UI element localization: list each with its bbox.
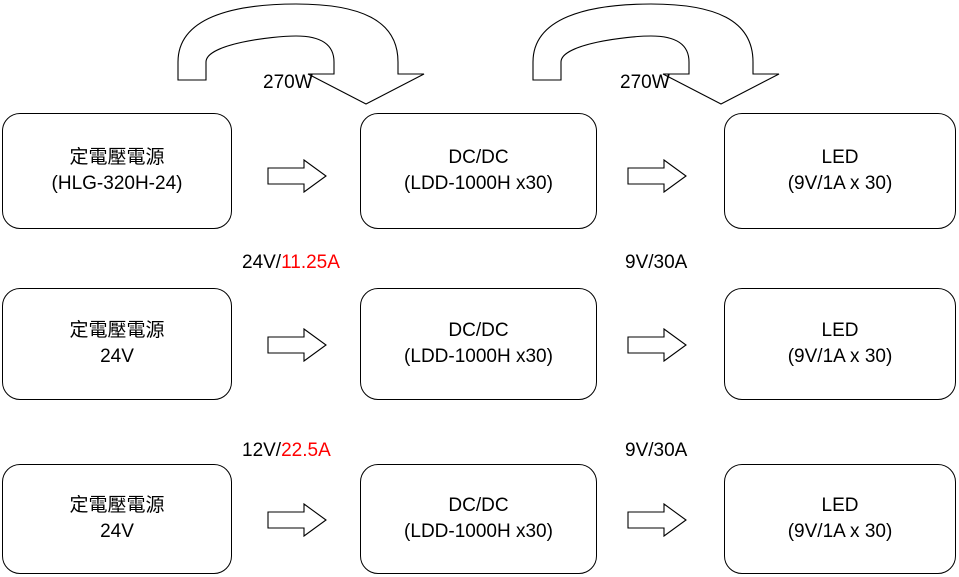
row2-input-rating-prefix: 24V/ (242, 252, 282, 273)
row3-input-rating-prefix: 12V/ (242, 440, 282, 461)
node-line-1: LED (821, 146, 859, 168)
node-line-2: (9V/1A x 30) (787, 521, 893, 542)
power-label-left-text: 270W (263, 72, 313, 93)
row2-input-rating-highlight: 11.25A (281, 252, 340, 273)
row1-constant-voltage-source: 定電壓電源 (HLG-320H-24) (2, 113, 232, 229)
node-line-1: 定電壓電源 (69, 494, 165, 516)
row3-input-rating-label: 12V/22.5A (242, 441, 331, 460)
row3-output-rating-label: 9V/30A (625, 441, 687, 460)
node-line-1: DC/DC (448, 494, 509, 516)
row2-input-rating-label: 24V/11.25A (242, 253, 340, 272)
row3-flow-arrow-source-to-dcdc (266, 502, 328, 538)
node-line-1: DC/DC (448, 146, 509, 168)
row2-flow-arrow-dcdc-to-led (626, 327, 688, 363)
row2-dc-dc-converter: DC/DC (LDD-1000H x30) (360, 288, 597, 400)
node-line-2: 24V (100, 346, 134, 367)
node-line-1: LED (821, 319, 859, 341)
node-line-2: (LDD-1000H x30) (404, 521, 553, 542)
row2-output-rating-prefix: 9V/30A (625, 252, 688, 273)
row1-led-load: LED (9V/1A x 30) (724, 113, 956, 229)
node-line-1: DC/DC (448, 319, 509, 341)
row2-flow-arrow-source-to-dcdc (266, 327, 328, 363)
node-line-2: 24V (100, 521, 134, 542)
row2-led-load: LED (9V/1A x 30) (724, 288, 956, 400)
power-label-left: 270W (263, 73, 313, 92)
node-line-1: LED (821, 494, 859, 516)
power-arc-source-to-dcdc (170, 0, 445, 110)
node-line-1: 定電壓電源 (69, 146, 165, 168)
node-line-2: (LDD-1000H x30) (404, 173, 553, 194)
row3-flow-arrow-dcdc-to-led (626, 502, 688, 538)
power-label-right-text: 270W (620, 72, 670, 93)
node-line-2: (LDD-1000H x30) (404, 346, 553, 367)
power-arc-dcdc-to-led (525, 0, 800, 110)
node-line-2: (9V/1A x 30) (787, 173, 893, 194)
row3-dc-dc-converter: DC/DC (LDD-1000H x30) (360, 464, 597, 574)
power-label-right: 270W (620, 73, 670, 92)
row3-led-load: LED (9V/1A x 30) (724, 464, 956, 574)
node-line-2: (9V/1A x 30) (787, 346, 893, 367)
row3-constant-voltage-source: 定電壓電源 24V (2, 464, 232, 574)
row2-output-rating-label: 9V/30A (625, 253, 687, 272)
row2-constant-voltage-source: 定電壓電源 24V (2, 288, 232, 400)
row1-dc-dc-converter: DC/DC (LDD-1000H x30) (360, 113, 597, 229)
row1-flow-arrow-dcdc-to-led (626, 158, 688, 194)
row3-input-rating-highlight: 22.5A (281, 440, 331, 461)
row1-flow-arrow-source-to-dcdc (266, 158, 328, 194)
node-line-1: 定電壓電源 (69, 319, 165, 341)
node-line-2: (HLG-320H-24) (51, 173, 183, 194)
row3-output-rating-prefix: 9V/30A (625, 440, 688, 461)
